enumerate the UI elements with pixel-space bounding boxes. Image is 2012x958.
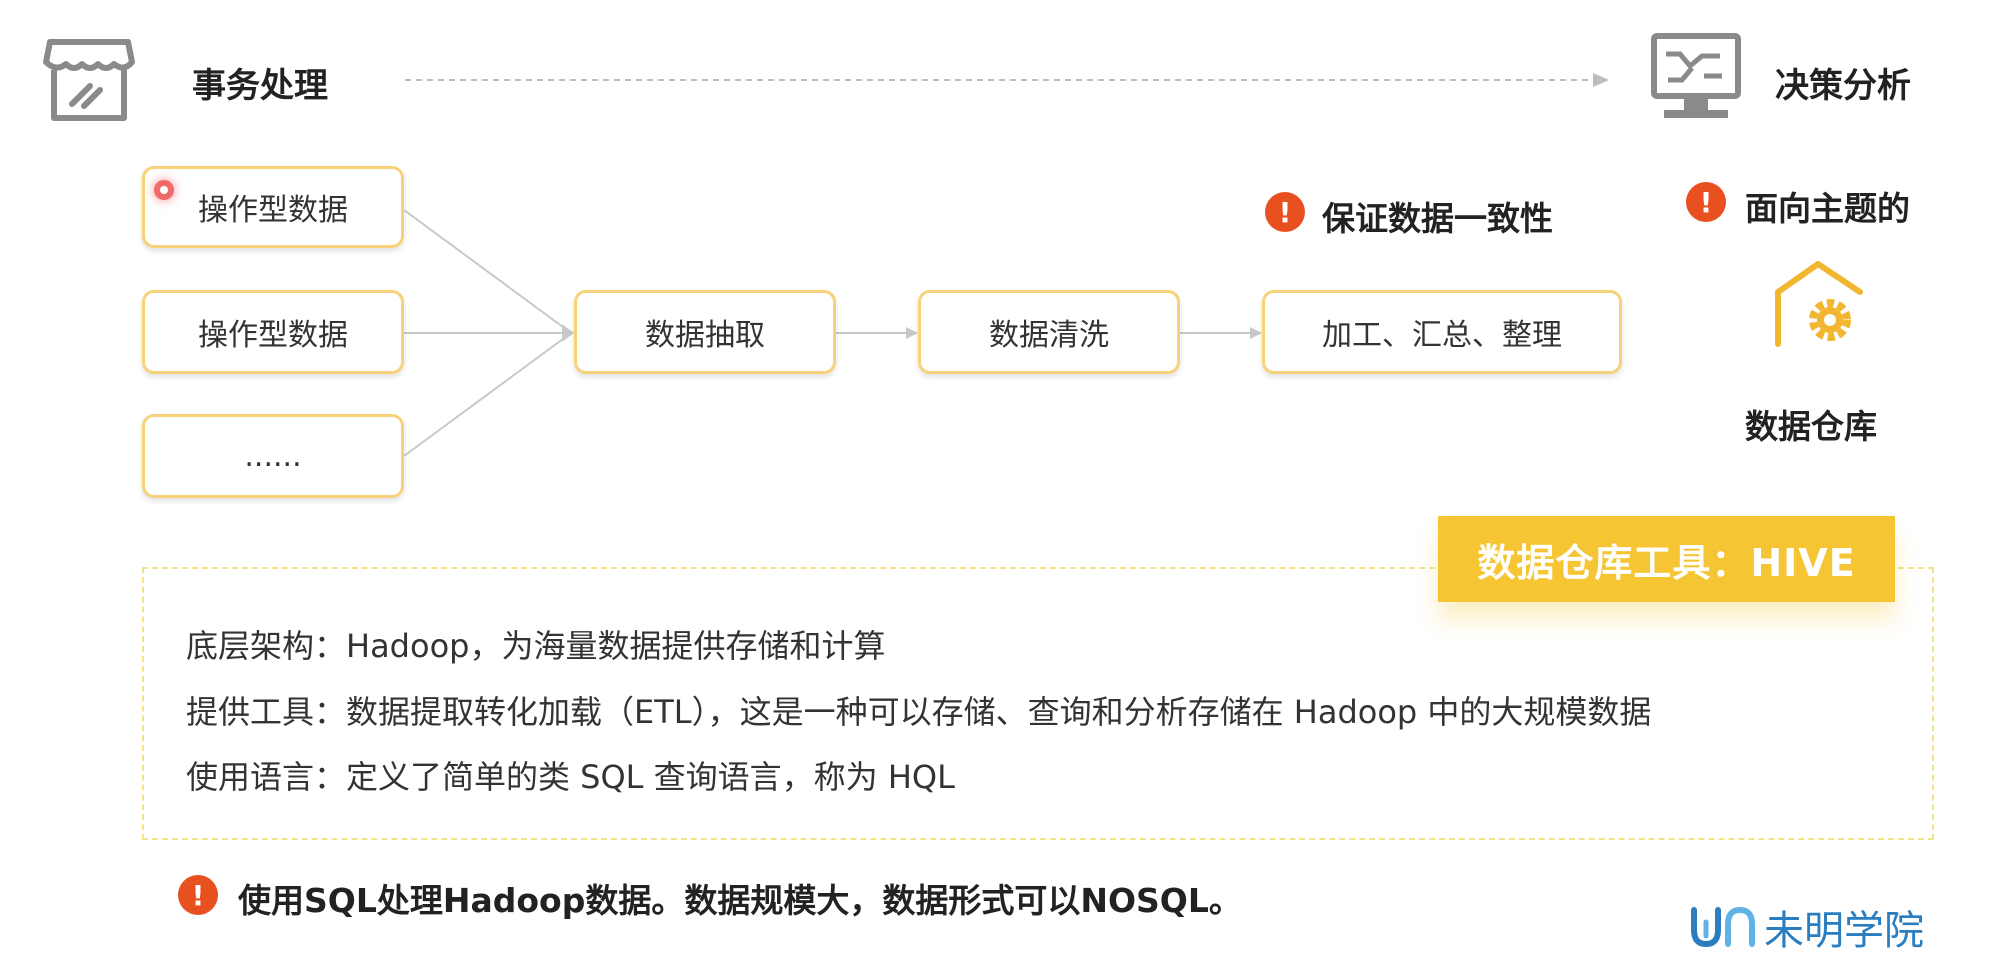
footer-note: 使用SQL处理Hadoop数据。数据规模大，数据形式可以NOSQL。 — [238, 881, 1242, 920]
source-label: 操作型数据 — [198, 193, 348, 228]
info-line-language: 使用语言：定义了简单的类 SQL 查询语言，称为 HQL — [186, 758, 955, 796]
warehouse-label: 数据仓库 — [1745, 407, 1877, 446]
source-box-3: ...... — [142, 414, 404, 498]
brand-name: 未明学院 — [1764, 908, 1924, 954]
clean-box: 数据清洗 — [918, 290, 1180, 374]
source-box-1: 操作型数据 — [142, 166, 404, 248]
hive-banner: 数据仓库工具：HIVE — [1438, 516, 1895, 602]
extract-box: 数据抽取 — [574, 290, 836, 374]
warning-icon: ! — [1265, 192, 1305, 232]
hive-info-panel: 底层架构：Hadoop，为海量数据提供存储和计算 提供工具：数据提取转化加载（E… — [142, 567, 1934, 840]
warning-icon: ! — [1686, 182, 1726, 222]
store-icon — [43, 39, 135, 121]
brand-logo: 未明学院 — [1690, 898, 1924, 956]
source-label: 操作型数据 — [198, 318, 348, 353]
info-line-tools: 提供工具：数据提取转化加载（ETL），这是一种可以存储、查询和分析存储在 Had… — [186, 693, 1652, 731]
warehouse-icon — [1775, 261, 1863, 347]
monitor-icon — [1651, 33, 1741, 118]
transaction-title: 事务处理 — [192, 66, 328, 106]
brand-logo-icon — [1691, 906, 1755, 948]
source-box-2: 操作型数据 — [142, 290, 404, 374]
extract-label: 数据抽取 — [645, 318, 765, 353]
process-label: 加工、汇总、整理 — [1322, 318, 1562, 353]
clean-label: 数据清洗 — [989, 318, 1109, 353]
process-box: 加工、汇总、整理 — [1262, 290, 1622, 374]
header-dashed-arrow — [405, 73, 1609, 87]
decision-title: 决策分析 — [1775, 66, 1911, 106]
warning-icon: ! — [178, 875, 218, 915]
subject-note: 面向主题的 — [1745, 189, 1910, 228]
source-label: ...... — [244, 438, 302, 474]
info-line-architecture: 底层架构：Hadoop，为海量数据提供存储和计算 — [186, 627, 886, 665]
consistency-note: 保证数据一致性 — [1322, 199, 1553, 238]
cursor-indicator — [154, 180, 174, 200]
